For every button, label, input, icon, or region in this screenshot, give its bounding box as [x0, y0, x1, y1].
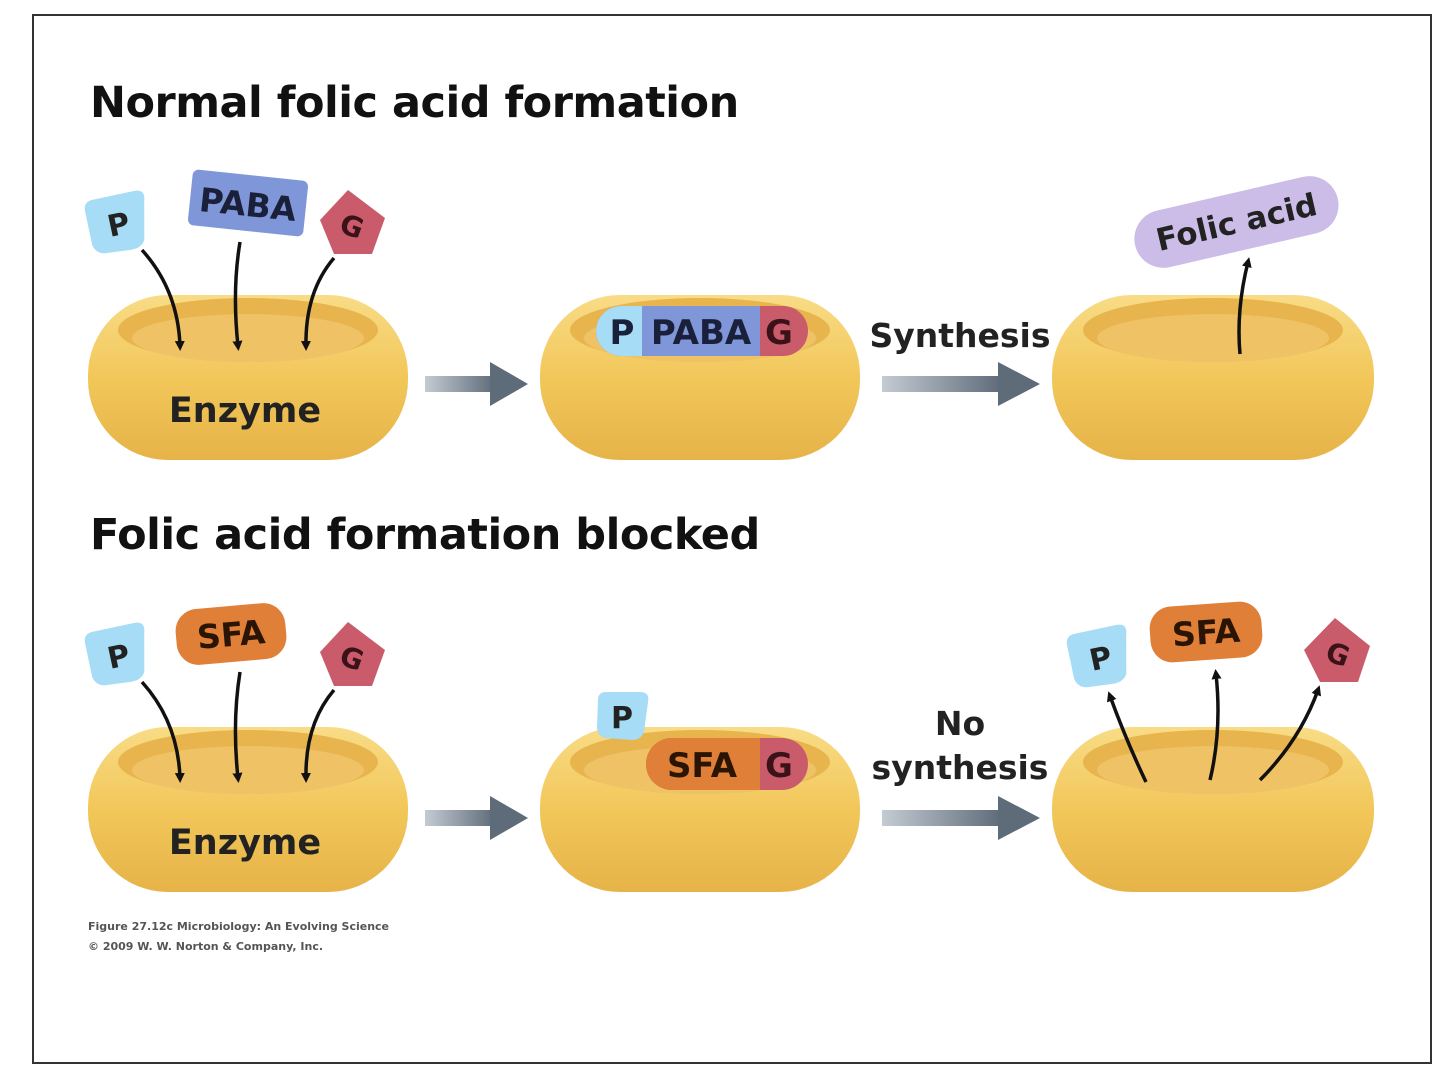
g-molecule: G [320, 622, 385, 686]
p-molecule: P [84, 190, 145, 254]
g-label: G [765, 313, 793, 353]
sfa-label: SFA [667, 746, 738, 786]
step-arrow [882, 362, 1040, 406]
step-arrow [882, 796, 1040, 840]
exit-arrow [1107, 691, 1148, 783]
enzyme-shape [1052, 727, 1374, 892]
bound-complex: SFA G [646, 738, 808, 790]
enzyme-label: Enzyme [169, 823, 321, 863]
entry-arrow [232, 241, 243, 351]
entry-arrow [300, 688, 336, 783]
enzyme-shape [88, 727, 408, 892]
sfa-label: SFA [1171, 611, 1242, 655]
entry-arrow [140, 680, 185, 783]
p-molecule: P [1066, 624, 1127, 688]
synthesis-label: Synthesis [869, 316, 1050, 355]
folic-acid-molecule: Folic acid [1134, 176, 1339, 268]
p-label: P [610, 313, 635, 353]
heading-normal: Normal folic acid formation [90, 78, 739, 128]
exit-arrow [1237, 257, 1252, 355]
sfa-molecule: SFA [1149, 601, 1263, 663]
sfa-label: SFA [195, 612, 267, 657]
bound-complex: P PABA G [596, 306, 808, 356]
paba-label: PABA [651, 313, 752, 353]
copyright-caption: © 2009 W. W. Norton & Company, Inc. [88, 940, 324, 953]
step-arrow [425, 796, 528, 840]
enzyme-shape [88, 295, 408, 460]
no-label: No [935, 704, 985, 743]
p-molecule-displaced: P [597, 692, 649, 740]
entry-arrow [232, 671, 243, 783]
exit-arrow [1208, 669, 1222, 781]
sfa-molecule: SFA [175, 603, 287, 665]
exit-arrow [1258, 685, 1322, 782]
paba-molecule: PABA [187, 169, 309, 237]
heading-blocked: Folic acid formation blocked [90, 510, 760, 560]
p-label: P [611, 701, 633, 736]
g-label: G [765, 746, 793, 786]
figure-caption: Figure 27.12c Microbiology: An Evolving … [88, 920, 390, 933]
enzyme-label: Enzyme [169, 391, 321, 431]
no-synthesis-label: synthesis [872, 748, 1049, 787]
g-molecule: G [1304, 618, 1370, 682]
enzyme-shape [1052, 295, 1374, 460]
g-molecule: G [320, 190, 385, 254]
entry-arrow [300, 256, 336, 351]
p-molecule: P [84, 622, 145, 686]
entry-arrow [140, 248, 185, 351]
step-arrow [425, 362, 528, 406]
